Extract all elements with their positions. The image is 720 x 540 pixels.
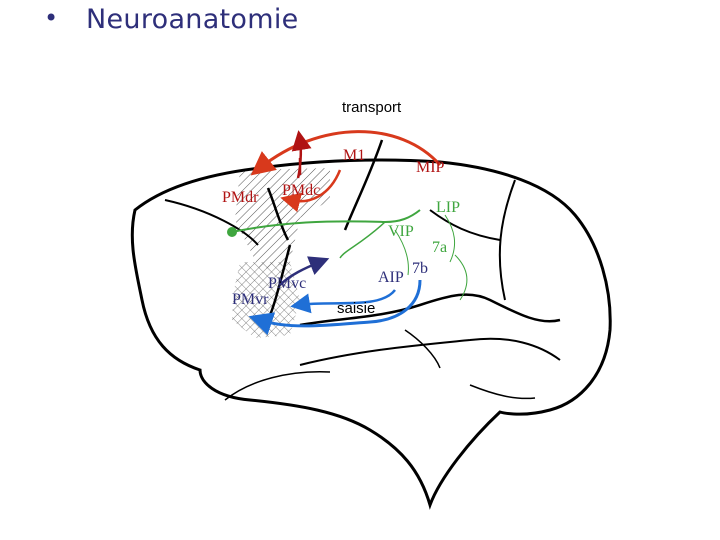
pmvc-arrow xyxy=(279,256,330,286)
lunate-sulcus xyxy=(498,179,516,301)
title-bullet: • xyxy=(44,4,59,32)
m1-darkred-arrow xyxy=(298,140,301,179)
lip-boundary xyxy=(444,214,456,263)
saisie-arrow-b xyxy=(290,289,396,314)
label-7b: 7b xyxy=(412,260,428,277)
label-aip: AIP xyxy=(378,269,404,286)
label-pmvc: PMvc xyxy=(268,275,306,292)
area-7a-boundary xyxy=(454,254,468,301)
intraparietal-sulcus xyxy=(429,209,501,241)
green-pathway xyxy=(227,209,421,237)
transport-arrow xyxy=(250,130,442,176)
saisie-arrow xyxy=(248,279,422,336)
inferior-occipital-sulcus xyxy=(469,384,536,400)
vip-boundary xyxy=(394,229,409,276)
pmdc-red-arrow xyxy=(280,169,342,213)
label-saisie: saisie xyxy=(337,300,375,317)
label-m1: M1 xyxy=(343,147,365,164)
label-pmdr: PMdr xyxy=(222,189,259,206)
label-pmdc: PMdc xyxy=(282,182,320,199)
temporal-sulcus-lower xyxy=(224,371,331,401)
label-pmvr: PMvr xyxy=(232,291,269,308)
arcuate-sulcus-upper xyxy=(266,187,290,241)
label-transport: transport xyxy=(342,99,402,116)
brain-outline xyxy=(130,158,612,510)
premotor-dorsal-region xyxy=(235,168,330,270)
superior-temporal-sulcus xyxy=(299,337,561,366)
label-vip: VIP xyxy=(388,223,414,240)
lateral-sulcus xyxy=(299,293,561,327)
label-7a: 7a xyxy=(432,239,447,256)
label-lip: LIP xyxy=(436,199,460,216)
extra-sulcus xyxy=(404,329,441,369)
slide-title: Neuroanatomie xyxy=(86,4,299,35)
principal-sulcus xyxy=(164,199,259,246)
green-pathway-branch xyxy=(339,221,386,259)
label-mip: MIP xyxy=(416,159,445,176)
